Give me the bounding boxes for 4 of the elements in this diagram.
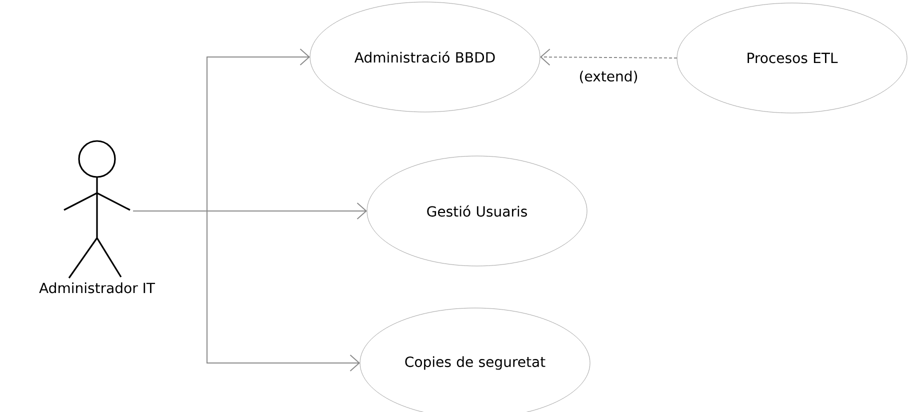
edge-label: (extend) <box>578 70 640 84</box>
arrow <box>132 210 360 372</box>
arrow <box>540 48 678 66</box>
actor-figure: Administrador IT <box>39 140 156 294</box>
